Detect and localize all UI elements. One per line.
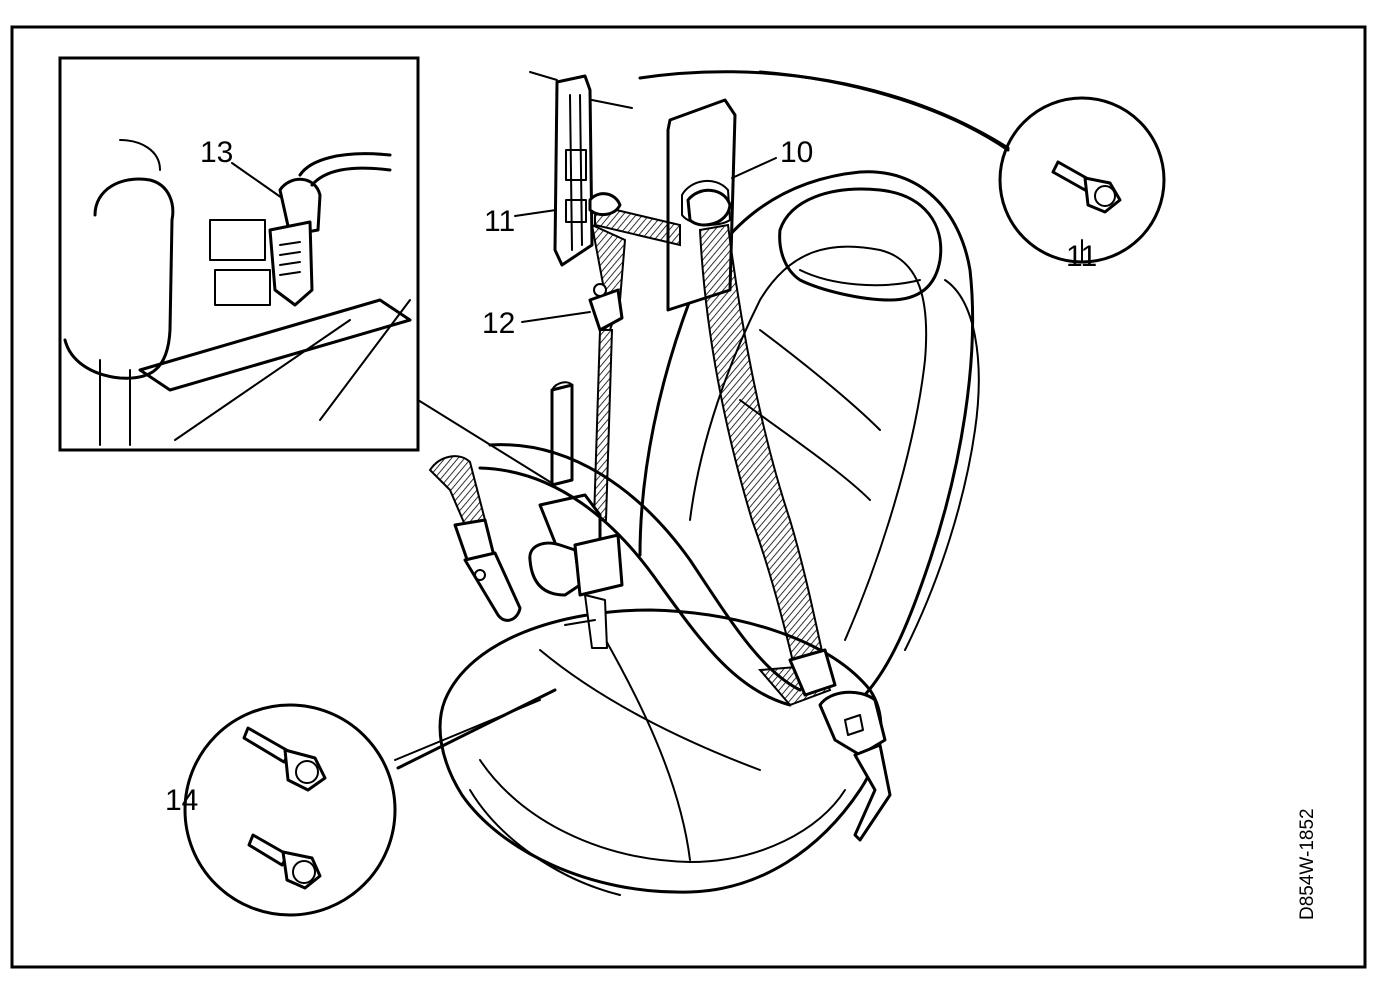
lap-belt (478, 443, 837, 707)
seat-outline (438, 170, 980, 896)
bolt-icon (247, 833, 322, 890)
bolt-icon (1051, 160, 1122, 214)
height-adjuster-11 (529, 71, 633, 267)
shoulder-belt (588, 189, 827, 672)
callout-14: 14 (165, 784, 198, 817)
lap-belt-end (428, 455, 522, 622)
leader-lines (231, 157, 1083, 323)
callout-12: 12 (482, 307, 515, 340)
callout-11-right: 11 (1066, 240, 1097, 273)
drawing-code: D854W-1852 (1297, 808, 1318, 920)
inset-detail-13 (58, 56, 420, 452)
lower-belt-12 (588, 223, 627, 521)
buckle (818, 690, 892, 842)
callout-11-top: 11 (484, 205, 515, 238)
bolt-detail-14 (183, 688, 557, 917)
callout-10: 10 (780, 136, 813, 169)
bolt-icon (242, 726, 327, 792)
callout-13: 13 (200, 136, 233, 169)
diagram-frame (10, 25, 1367, 969)
